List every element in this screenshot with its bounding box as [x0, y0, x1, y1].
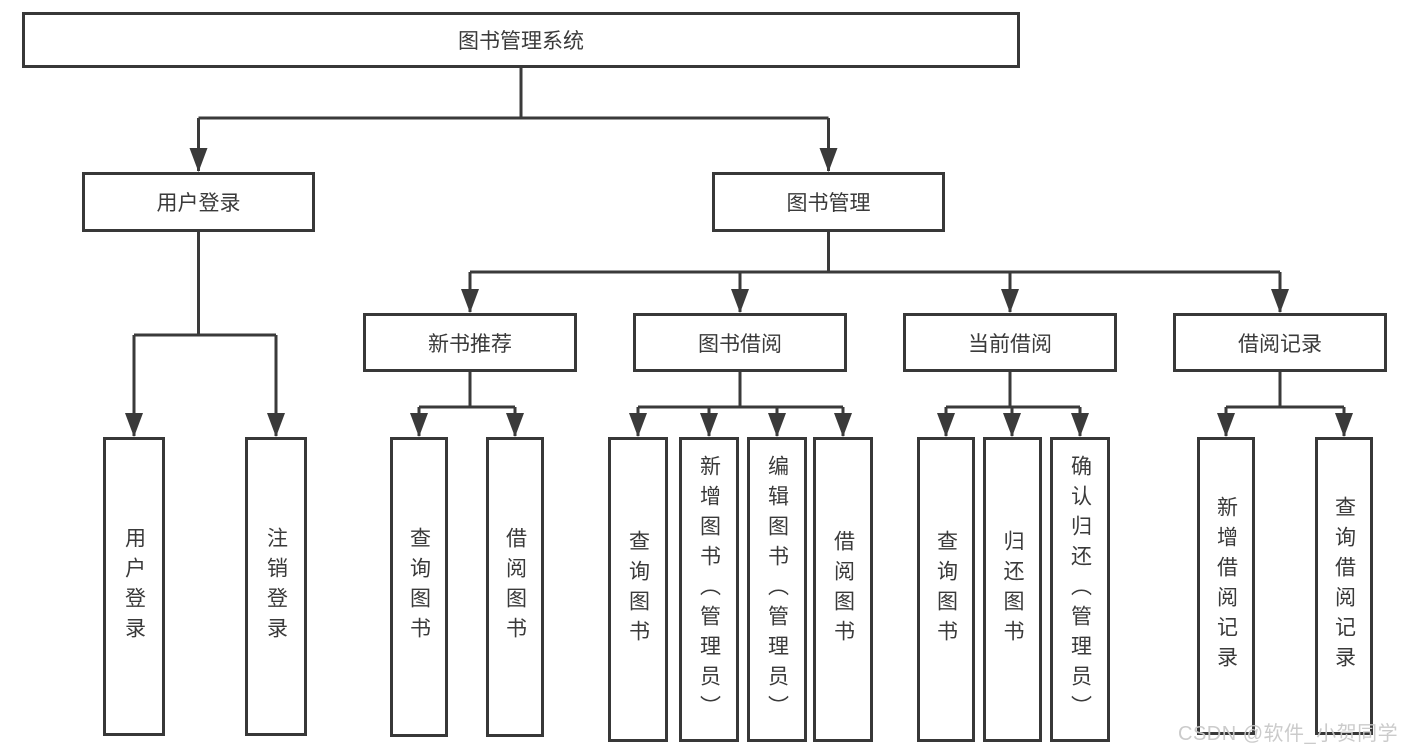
- connector-line: [946, 372, 1080, 409]
- leaf-records-query-record: 查询借阅记录: [1315, 437, 1373, 735]
- connector-user-login-to-leaves: [125, 232, 285, 437]
- connector-line: [419, 372, 515, 409]
- connector-current-borrow-to-leaves: [937, 372, 1089, 437]
- leaf-borrow-borrow-books: 借阅图书: [813, 437, 873, 742]
- connector-book-borrow-to-leaves: [629, 372, 852, 437]
- node-borrow-records: 借阅记录: [1173, 313, 1387, 372]
- connector-line: [470, 232, 1280, 274]
- leaf-current-confirm-return-admin: 确认归还（管理员）: [1050, 437, 1110, 742]
- connector-line: [1226, 372, 1344, 409]
- leaf-newbooks-borrow-books: 借阅图书: [486, 437, 544, 737]
- node-current-borrow: 当前借阅: [903, 313, 1117, 372]
- connector-book-mgmt-to-level3: [461, 232, 1289, 313]
- node-user-login: 用户登录: [82, 172, 315, 232]
- connector-line: [134, 232, 276, 337]
- leaf-records-add-record: 新增借阅记录: [1197, 437, 1255, 735]
- node-book-borrow: 图书借阅: [633, 313, 847, 372]
- connector-new-books-to-leaves: [410, 372, 524, 437]
- node-new-books: 新书推荐: [363, 313, 577, 372]
- leaf-borrow-add-books-admin: 新增图书（管理员）: [679, 437, 739, 742]
- csdn-watermark: CSDN @软件_小贺同学: [1178, 723, 1399, 745]
- leaf-borrow-query-books: 查询图书: [608, 437, 668, 742]
- connector-borrow-records-to-leaves: [1217, 372, 1353, 437]
- connector-root-to-level2: [189, 68, 838, 172]
- leaf-user-login: 用户登录: [103, 437, 165, 736]
- leaf-current-return-books: 归还图书: [983, 437, 1042, 742]
- connector-line: [638, 372, 843, 409]
- leaf-borrow-edit-books-admin: 编辑图书（管理员）: [747, 437, 807, 742]
- leaf-logout: 注销登录: [245, 437, 307, 736]
- connector-line: [198, 68, 829, 120]
- leaf-newbooks-query-books: 查询图书: [390, 437, 448, 737]
- node-root-system: 图书管理系统: [22, 12, 1020, 68]
- leaf-current-query-books: 查询图书: [917, 437, 975, 742]
- node-book-management: 图书管理: [712, 172, 945, 232]
